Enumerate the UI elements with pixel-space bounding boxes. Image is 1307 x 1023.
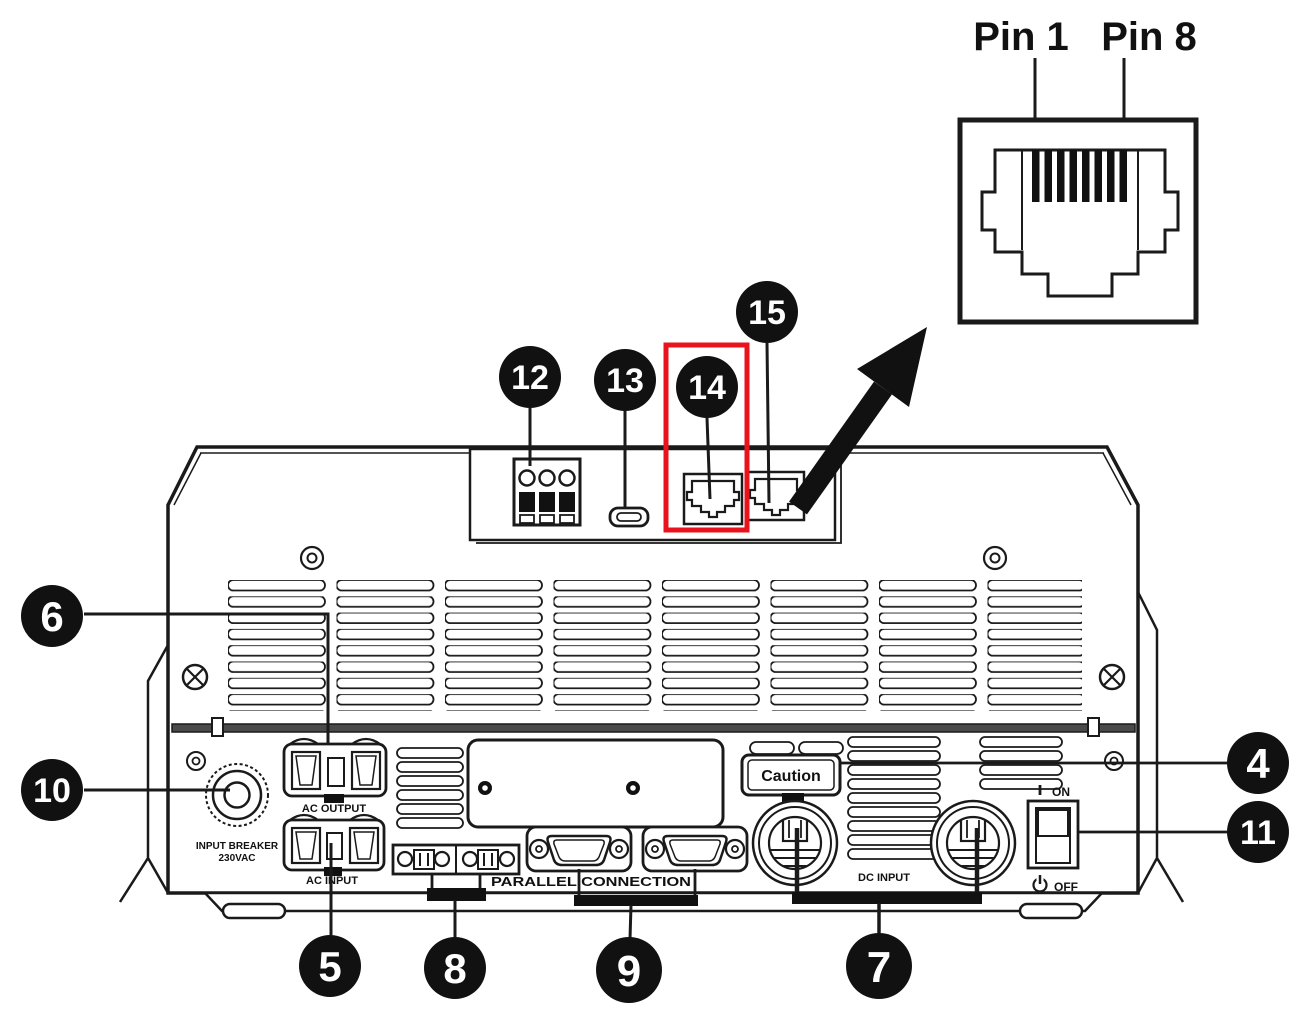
right-mounting-flange [1136, 591, 1185, 903]
current-sharing-terminal [391, 843, 521, 876]
panel-divider-bar [171, 717, 1136, 737]
chamfer-right-inner [1102, 452, 1132, 506]
parallel-connection-label: PARALLEL CONNECTION [491, 874, 691, 889]
vent-column-far-right [979, 736, 1063, 790]
pin1-label: Pin 1 [973, 15, 1069, 59]
svg-text:7: 7 [867, 943, 891, 992]
rj45-pins-icon [1032, 150, 1127, 202]
on-label: ON [1052, 785, 1070, 799]
input-breaker-label-line1: INPUT BREAKER [196, 841, 279, 852]
input-breaker-label-line2: 230VAC [218, 853, 255, 864]
svg-text:10: 10 [33, 772, 71, 810]
svg-text:6: 6 [40, 593, 63, 640]
callout-4: 4 [1227, 732, 1289, 794]
vent-column-mid-right [749, 736, 941, 860]
highlight-box [663, 342, 750, 533]
vent-column-left [396, 747, 464, 829]
foot-left [221, 902, 287, 920]
svg-text:15: 15 [748, 294, 786, 332]
ac-output-connector [282, 737, 388, 803]
phillips-screw-icon [181, 663, 1126, 691]
parallel-port-1 [525, 825, 633, 873]
callout-14: 14 [676, 356, 738, 418]
dc-input-terminal-2 [929, 799, 1017, 887]
caution-label: Caution [740, 753, 842, 803]
comm-panel [468, 447, 842, 544]
pin8-label: Pin 8 [1101, 15, 1197, 59]
callout-5: 5 [299, 935, 361, 997]
usb-port [608, 506, 650, 528]
ac-input-connector [282, 813, 386, 876]
inset-pointer-arrow-icon [789, 327, 927, 515]
callout-13: 13 [594, 349, 656, 411]
callout-6: 6 [21, 585, 83, 647]
vent-grid-main [228, 580, 1082, 711]
callout-15: 15 [736, 281, 798, 343]
svg-text:11: 11 [1240, 814, 1276, 852]
callout-11: 11 [1227, 801, 1289, 863]
foot-right [1018, 902, 1084, 920]
svg-text:4: 4 [1246, 740, 1270, 787]
rj45-jack-outline [980, 148, 1180, 298]
ac-output-label: AC OUTPUT [302, 803, 366, 815]
rj45-pinout-inset: Pin 1 Pin 8 [957, 15, 1199, 325]
off-label: OFF [1054, 880, 1078, 894]
callout-8: 8 [424, 937, 486, 999]
blank-cover-plate [466, 738, 725, 829]
dry-contact-terminal-block [512, 457, 582, 527]
input-breaker-knob [205, 763, 269, 827]
svg-text:13: 13 [606, 362, 644, 400]
callouts: 6 10 4 11 5 8 9 7 12 13 14 15 [21, 281, 1289, 1003]
svg-text:9: 9 [617, 947, 641, 996]
parallel-port-2 [641, 825, 749, 873]
caution-text: Caution [761, 768, 821, 785]
svg-text:5: 5 [318, 943, 341, 990]
callout-7: 7 [846, 933, 912, 999]
power-symbol-icon [1032, 875, 1048, 893]
svg-text:12: 12 [511, 359, 549, 397]
left-mounting-flange [118, 644, 170, 903]
callout-leader-lines [84, 342, 1227, 940]
rj45-port-14 [682, 472, 744, 526]
power-switch [1026, 799, 1080, 870]
callout-12: 12 [499, 346, 561, 408]
callout-10: 10 [21, 759, 83, 821]
svg-text:8: 8 [443, 945, 466, 992]
inset-border [957, 117, 1199, 325]
callout-9: 9 [596, 937, 662, 1003]
dc-input-label: DC INPUT [858, 872, 910, 884]
svg-text:14: 14 [688, 369, 726, 407]
chamfer-left-inner [173, 452, 202, 506]
